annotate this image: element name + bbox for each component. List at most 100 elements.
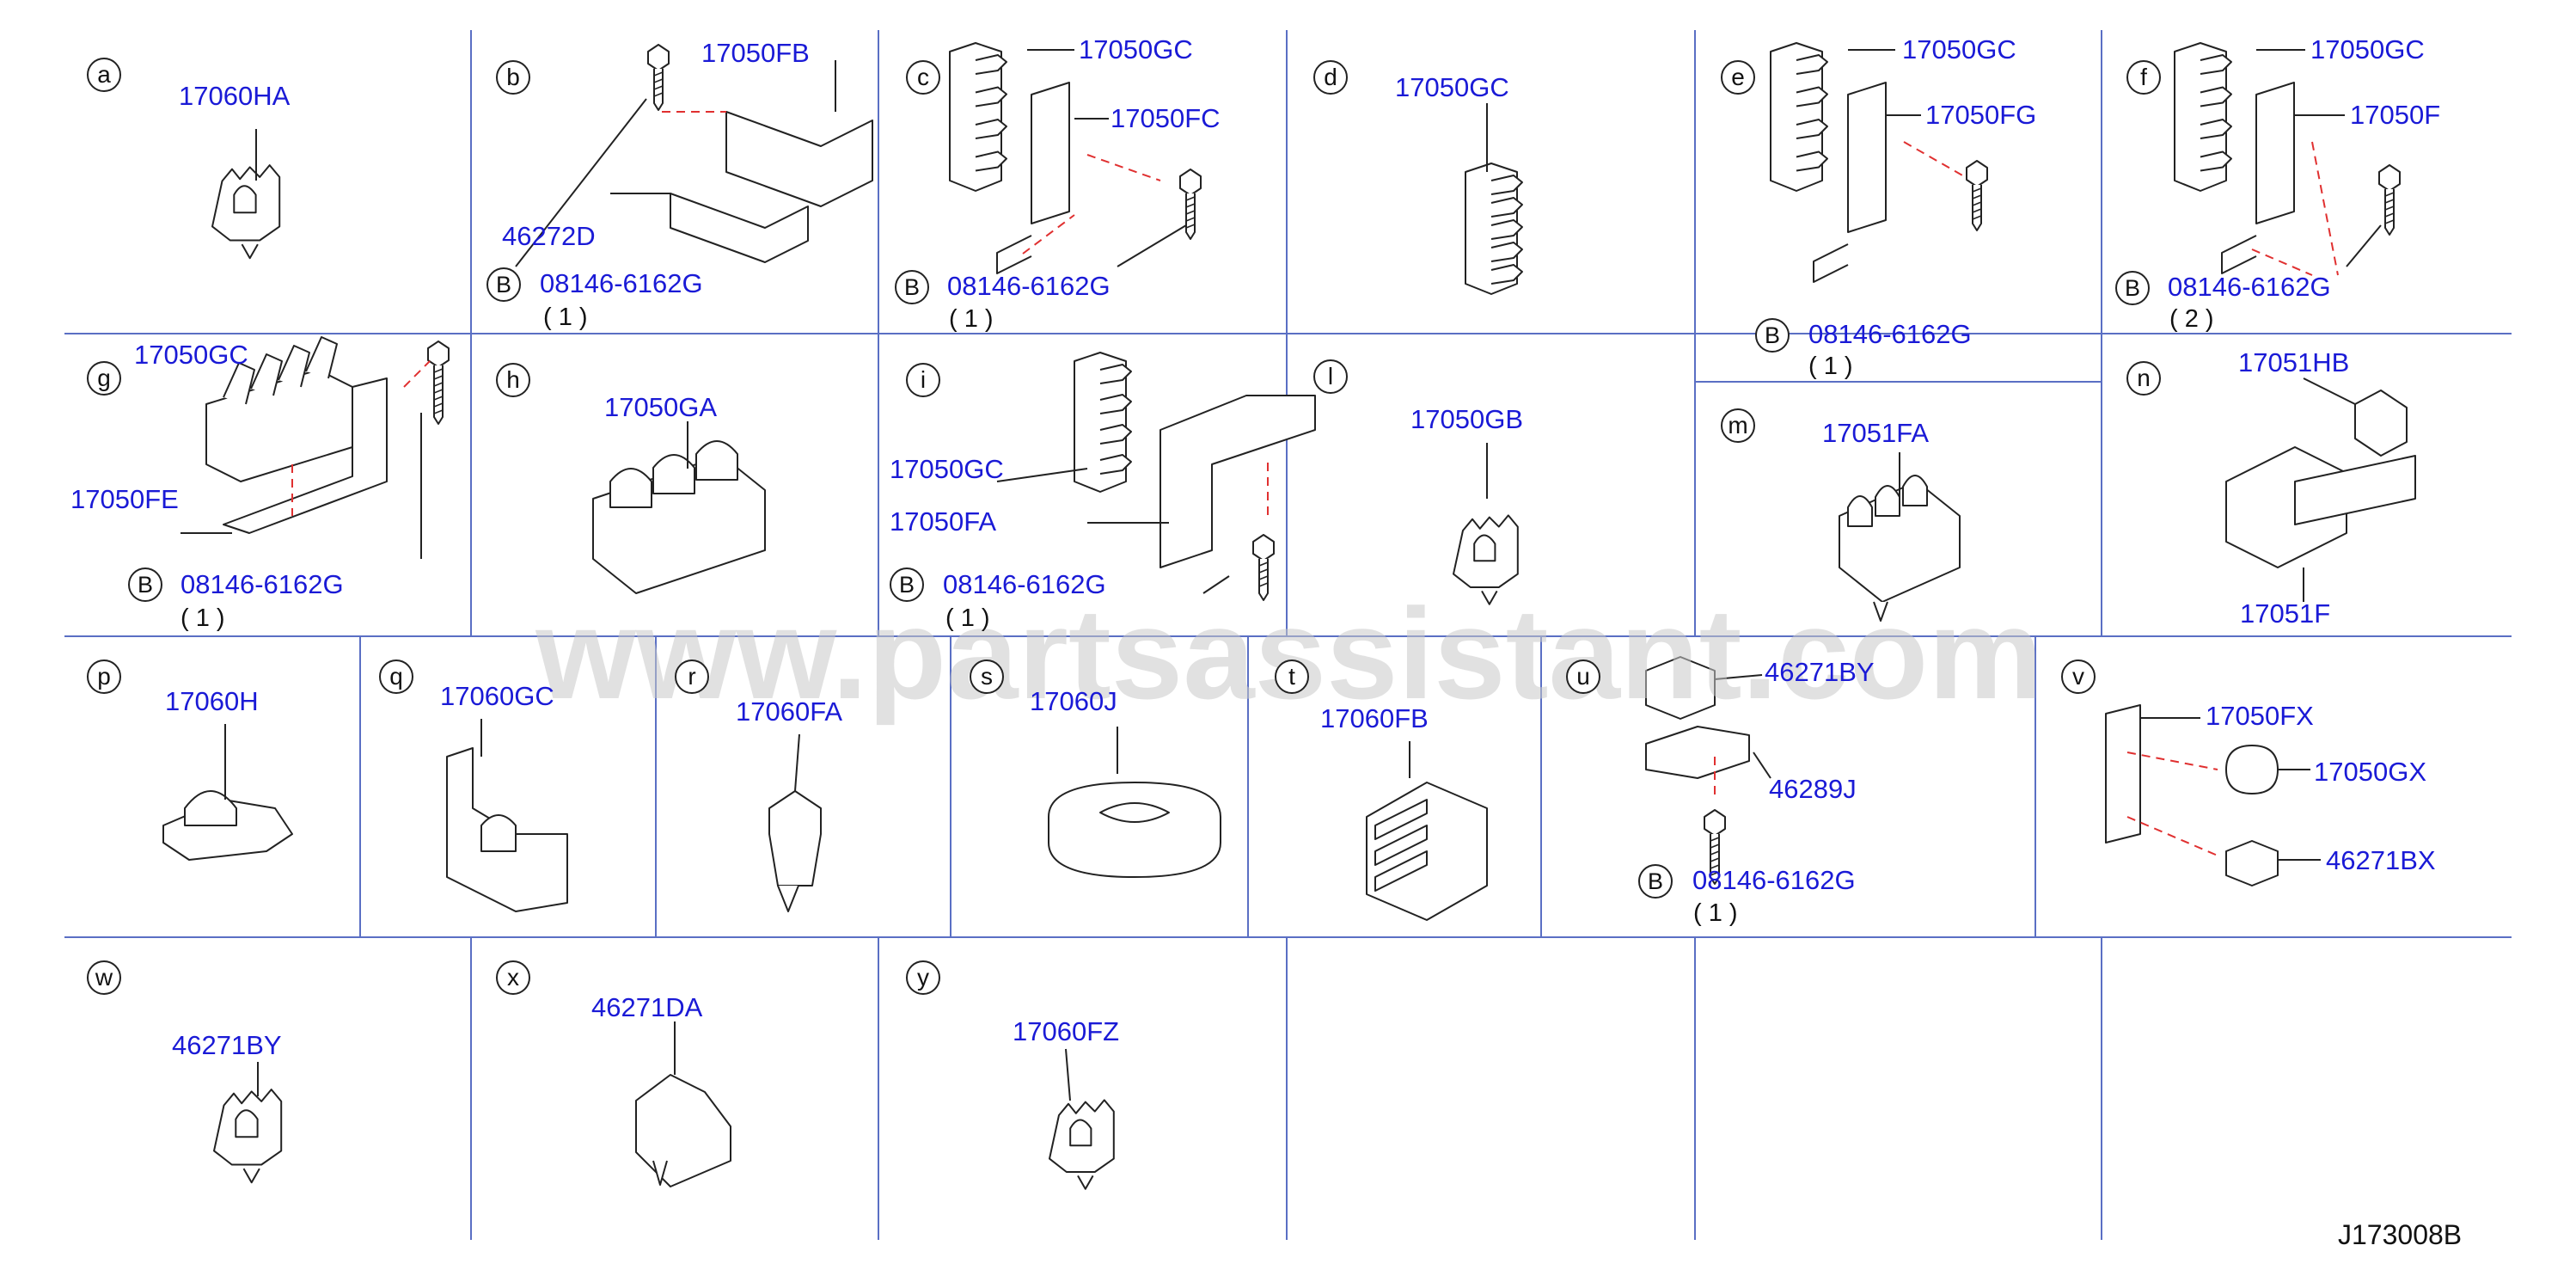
cell-b-label-1[interactable]: 17050FB [701,38,810,68]
part-c-comb-tooth-0 [975,54,1007,75]
part-g-dashed [403,360,431,388]
cell-n-label-1[interactable]: 17051HB [2238,347,2350,377]
part-f-leader-3 [2346,224,2382,267]
cell-t-label-1[interactable]: 17060FB [1320,703,1429,733]
cell-i-label-1[interactable]: 17050GC [890,454,1004,484]
cell-b-label-2[interactable]: 46272D [502,221,596,251]
cell-u-label-2[interactable]: 46289J [1769,774,1857,804]
part-c-comb-tooth-2 [975,119,1007,139]
cell-m-letter: m [1721,408,1755,443]
cell-g-bolt-code[interactable]: 08146-6162G [181,569,344,599]
part-f-comb-tooth-2 [2200,119,2232,139]
cell-g-label-2[interactable]: 17050FE [70,484,179,514]
part-f-dashed-2 [2251,248,2313,276]
part-u-leader-1 [1714,674,1763,680]
part-f-comb-tooth-0 [2200,54,2232,75]
cell-u-bolt-qty: ( 1 ) [1693,899,1738,927]
part-t-rib-1 [1374,825,1428,866]
part-l-clip-stem [1481,590,1498,605]
part-m-slot-2 [1902,475,1928,506]
cell-u-bolt-code[interactable]: 08146-6162G [1692,865,1856,895]
cell-e-label-1[interactable]: 17050GC [1902,34,2016,64]
cell-y-label-1[interactable]: 17060FZ [1013,1016,1120,1046]
part-n-leader-1 [2303,377,2356,405]
cell-x-label-1[interactable]: 46271DA [591,992,703,1022]
part-i-bolt-thread-1 [1258,561,1269,567]
part-m-slot-1 [1875,485,1900,517]
part-d-comb-tooth-4 [1490,264,1523,285]
cell-n-letter: n [2126,361,2161,396]
cell-l-label-1[interactable]: 17050GB [1410,404,1523,434]
part-e-bolt-thread-2 [1972,194,1982,199]
part-x-stem [652,1160,668,1186]
part-c-bolt-thread-5 [1185,224,1196,229]
drawing-code: J173008B [2338,1219,2463,1250]
part-y-clip-slot [1069,1119,1092,1147]
cell-f-label-2[interactable]: 17050F [2350,100,2441,130]
part-g-tooth-3 [305,336,338,379]
part-c-dashed [1086,154,1161,181]
cell-w-label-1[interactable]: 46271BY [172,1030,282,1060]
cell-x-letter: x [496,960,530,995]
cell-i-bolt-badge: B [890,567,924,602]
cell-i-bolt-code[interactable]: 08146-6162G [943,569,1106,599]
cell-e-label-2[interactable]: 17050FG [1925,100,2037,130]
cell-n-label-2[interactable]: 17051F [2240,598,2331,629]
part-g-tooth-0 [223,362,255,405]
part-b-bolt-thread-2 [653,78,664,83]
cell-v-label-3[interactable]: 46271BX [2326,845,2436,875]
cell-b-bolt-code[interactable]: 08146-6162G [540,268,703,298]
cell-u-letter: u [1566,659,1600,694]
cell-b-bolt-badge: B [486,267,521,302]
cell-q-label-1[interactable]: 17060GC [440,681,554,711]
part-g-bolt-thread-5 [433,396,444,401]
cell-s-label-1[interactable]: 17060J [1030,686,1117,716]
cell-u-label-1[interactable]: 46271BY [1765,657,1875,687]
part-p-slot [184,790,237,826]
part-f-bolt-head [2378,164,2401,192]
cell-b-letter: b [496,60,530,95]
part-n-clip [2354,390,2408,457]
part-g-bolt-shank [433,365,444,425]
cell-c-label-1[interactable]: 17050GC [1079,34,1193,64]
part-i-bolt-thread-3 [1258,575,1269,580]
part-v-dashed-1 [2126,751,2218,770]
cell-t-letter: t [1275,659,1309,694]
cell-d-label-1[interactable]: 17050GC [1395,72,1509,102]
cell-e-letter: e [1721,60,1755,95]
cell-c-bolt-qty: ( 1 ) [949,305,994,333]
part-u-leader-2 [1753,751,1771,779]
cell-a-label-1[interactable]: 17060HA [179,81,291,111]
part-g-bolt-head [427,340,450,368]
cell-m-label-1[interactable]: 17051FA [1822,418,1930,448]
part-e-bracket-foot [1813,243,1849,283]
cell-p-label-1[interactable]: 17060H [165,686,259,716]
part-f-bolt-thread-2 [2384,199,2395,204]
part-n-arm [2294,455,2416,525]
cell-e-bolt-code[interactable]: 08146-6162G [1808,319,1972,349]
part-b-bolt-thread-4 [653,92,664,97]
part-t-rib-2 [1374,850,1428,892]
cell-g-bolt-badge: B [128,567,162,602]
part-f-bolt-thread-5 [2384,219,2395,224]
cell-c-bolt-badge: B [895,270,929,304]
part-f-dashed [2311,141,2339,276]
cell-i-label-2[interactable]: 17050FA [890,506,997,537]
cell-f-bolt-badge: B [2115,271,2150,305]
cell-h-label-1[interactable]: 17050GA [604,392,717,422]
part-c-comb-tooth-3 [975,150,1007,172]
part-f-comb-tooth-3 [2200,150,2232,172]
cell-c-label-2[interactable]: 17050FC [1111,103,1221,133]
cell-r-label-1[interactable]: 17060FA [736,696,843,727]
part-i-leader-3 [1202,575,1230,594]
part-e-comb-tooth-2 [1796,119,1828,139]
part-r-stem [777,885,799,912]
cell-v-label-1[interactable]: 17050FX [2206,701,2314,731]
part-g-bolt-thread-3 [433,382,444,387]
cell-f-label-1[interactable]: 17050GC [2310,34,2425,64]
cell-c-bolt-code[interactable]: 08146-6162G [947,271,1111,301]
cell-v-label-2[interactable]: 17050GX [2314,757,2426,787]
part-t-rib-0 [1374,799,1428,840]
cell-g-label-1[interactable]: 17050GC [134,340,248,370]
cell-f-bolt-code[interactable]: 08146-6162G [2168,272,2331,302]
